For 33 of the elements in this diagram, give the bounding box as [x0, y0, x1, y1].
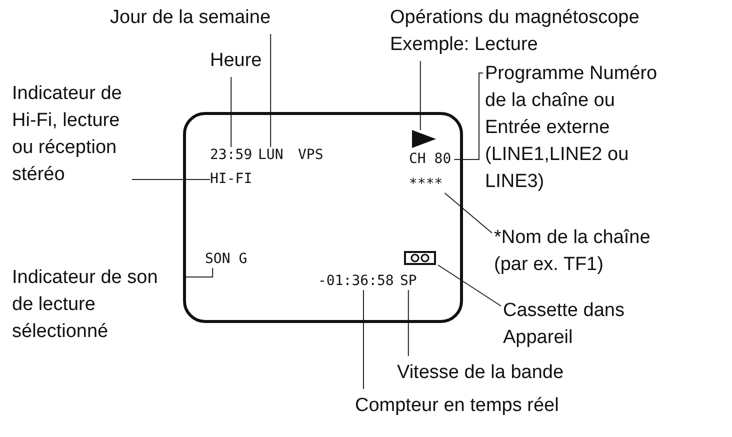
display-text: LUN	[258, 147, 284, 164]
display-text: CH 80	[409, 151, 452, 168]
leader-line	[454, 72, 484, 160]
callout-label: Indicateur de son de lecture sélectionné	[12, 264, 182, 345]
display-text: ****	[409, 176, 443, 193]
display-text: SP	[400, 273, 417, 290]
display-text: VPS	[298, 147, 324, 164]
leader-line	[132, 179, 210, 180]
leader-line	[444, 192, 492, 234]
callout-label: Programme Numéro de la chaîne ou Entrée externe (LINE1,LINE2 ou LINE3)	[485, 60, 670, 195]
leader-line	[270, 34, 272, 148]
leader-line	[184, 268, 214, 278]
callout-label: Opérations du magnétoscope	[390, 6, 640, 30]
callout-label: Compteur en temps réel	[355, 392, 559, 419]
display-screen	[183, 112, 463, 323]
display-text: HI-FI	[210, 171, 252, 188]
callout-label: Indicateur de Hi-Fi, lecture ou réception stéréo	[12, 80, 130, 188]
display-text: 23:59	[210, 147, 252, 164]
cassette-icon	[404, 251, 436, 265]
callout-label: Exemple: Lecture	[390, 33, 539, 57]
leader-line	[230, 76, 232, 148]
leader-line	[438, 264, 502, 306]
play-icon	[412, 130, 436, 148]
leader-line	[420, 60, 421, 130]
display-text: SON G	[205, 251, 248, 268]
leader-line	[363, 290, 364, 390]
callout-label: Jour de la semaine	[110, 4, 271, 31]
callout-label: Vitesse de la bande	[397, 359, 564, 386]
leader-line	[408, 290, 409, 356]
callout-label: Heure	[210, 47, 262, 74]
callout-label: *Nom de la chaîne (par ex. TF1)	[494, 224, 669, 278]
callout-label: Cassette dans Appareil	[503, 297, 673, 351]
display-text: -01:36:58	[318, 273, 394, 290]
